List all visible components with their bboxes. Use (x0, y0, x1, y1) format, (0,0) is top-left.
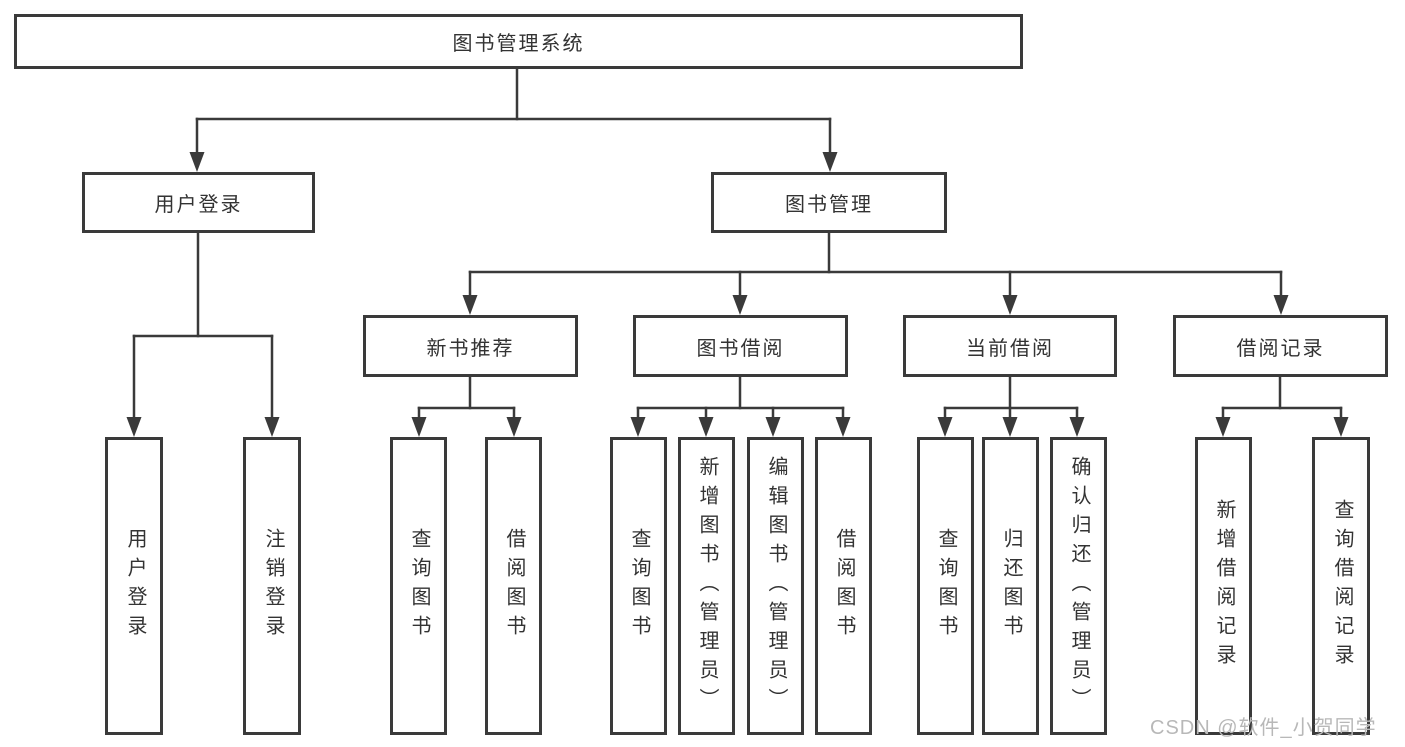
node-current-borrow: 当前借阅 (903, 315, 1117, 377)
arrowheads (126, 152, 1349, 437)
leaf-bb-query-book: 查询图书 (610, 437, 667, 735)
leaf-br-add-record: 新增借阅记录 (1195, 437, 1252, 735)
node-user-login: 用户登录 (82, 172, 315, 233)
leaf-nbr-borrow-book: 借阅图书 (485, 437, 542, 735)
node-library-management-system: 图书管理系统 (14, 14, 1023, 69)
leaf-br-query-record: 查询借阅记录 (1312, 437, 1370, 735)
leaf-bb-borrow-book: 借阅图书 (815, 437, 872, 735)
watermark: CSDN @软件_小贺同学 (1150, 717, 1377, 739)
leaf-user-login: 用户登录 (105, 437, 163, 735)
leaf-bb-add-book-admin: 新增图书（管理员） (678, 437, 735, 735)
leaf-cb-confirm-return-admin: 确认归还（管理员） (1050, 437, 1107, 735)
leaf-nbr-query-book: 查询图书 (390, 437, 447, 735)
leaf-logout: 注销登录 (243, 437, 301, 735)
leaf-cb-return-book: 归还图书 (982, 437, 1039, 735)
node-book-borrow: 图书借阅 (633, 315, 848, 377)
connector-paths (132, 67, 1343, 419)
node-borrow-records: 借阅记录 (1173, 315, 1388, 377)
leaf-bb-edit-book-admin: 编辑图书（管理员） (747, 437, 804, 735)
node-book-management: 图书管理 (711, 172, 947, 233)
leaf-cb-query-book: 查询图书 (917, 437, 974, 735)
node-new-book-recommend: 新书推荐 (363, 315, 578, 377)
